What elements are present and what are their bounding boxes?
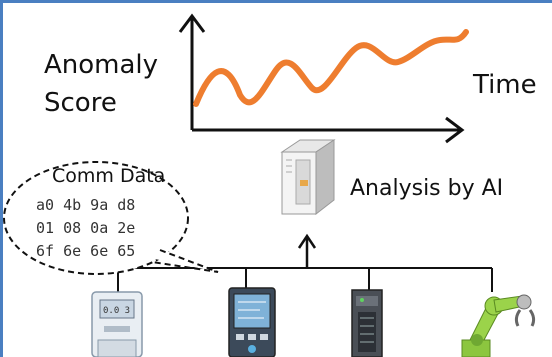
hex-line: a0 4b 9a d8: [36, 196, 136, 214]
y-axis-label-line1: Anomaly: [44, 50, 159, 80]
network-bus: [117, 267, 493, 292]
y-axis-label-line2: Score: [44, 88, 117, 118]
chart-axes: [178, 13, 465, 144]
svg-text:0.0 3: 0.0 3: [103, 306, 130, 316]
bubble-title: Comm Data: [52, 165, 166, 187]
electricity-meter-icon: 0.0 3: [91, 291, 143, 357]
hex-line: 01 08 0a 2e: [36, 219, 136, 237]
hex-line: 6f 6e 6e 65: [36, 242, 136, 260]
control-panel-icon: [228, 287, 276, 357]
comm-data-bubble: [3, 161, 219, 275]
x-axis-label: Time: [473, 70, 537, 100]
server-icon: [280, 139, 336, 216]
upload-arrow: [297, 233, 317, 268]
anomaly-score-line: [193, 29, 469, 107]
robot-arm-icon: [461, 294, 536, 357]
server-label: Analysis by AI: [350, 176, 504, 201]
plc-controller-icon: [351, 289, 383, 357]
